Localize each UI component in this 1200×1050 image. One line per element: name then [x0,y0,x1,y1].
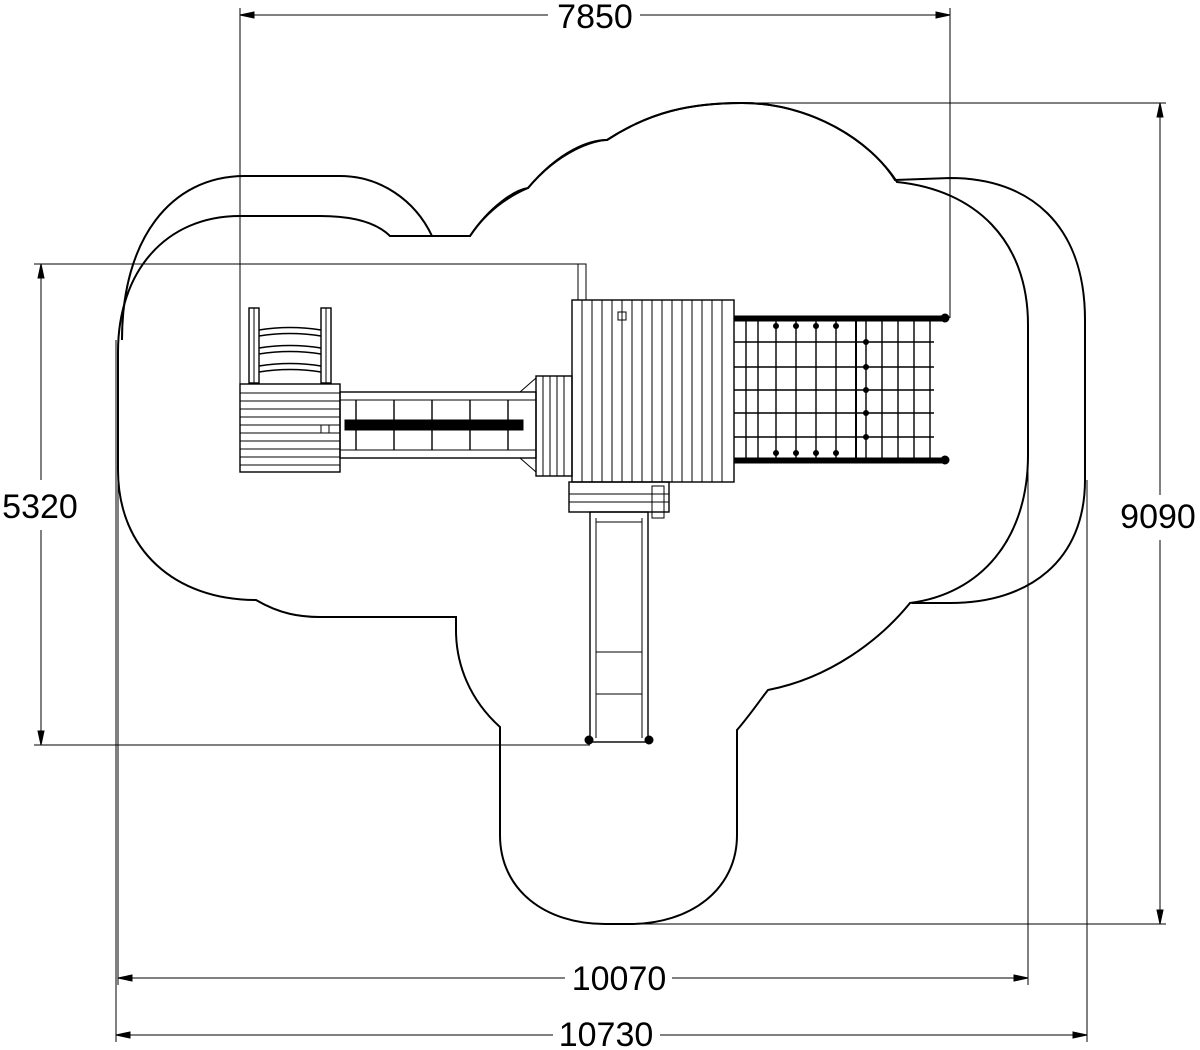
climbing-net [733,313,950,465]
dimension-label-left-height: 5320 [2,488,78,526]
left-platform [239,383,341,473]
dimension-outer-width: 10730 [115,340,1088,1050]
inner-safety-zone-outline [117,101,1029,925]
bridge [339,377,537,473]
dimension-right-height: 9090 [630,102,1196,925]
dimension-inner-width: 10070 [117,455,1029,998]
connector-platform [535,375,573,477]
main-tower-roof [571,263,735,483]
dimension-top-width: 7850 [239,0,951,385]
left-ladder [248,307,332,384]
dimension-label-inner-width: 10070 [572,960,667,998]
dimension-left-height: 5320 [2,263,590,746]
dimension-label-right-height: 9090 [1120,498,1196,536]
dimension-label-top-width: 7850 [557,0,633,36]
dimension-label-outer-width: 10730 [559,1016,654,1050]
slide [584,511,654,745]
